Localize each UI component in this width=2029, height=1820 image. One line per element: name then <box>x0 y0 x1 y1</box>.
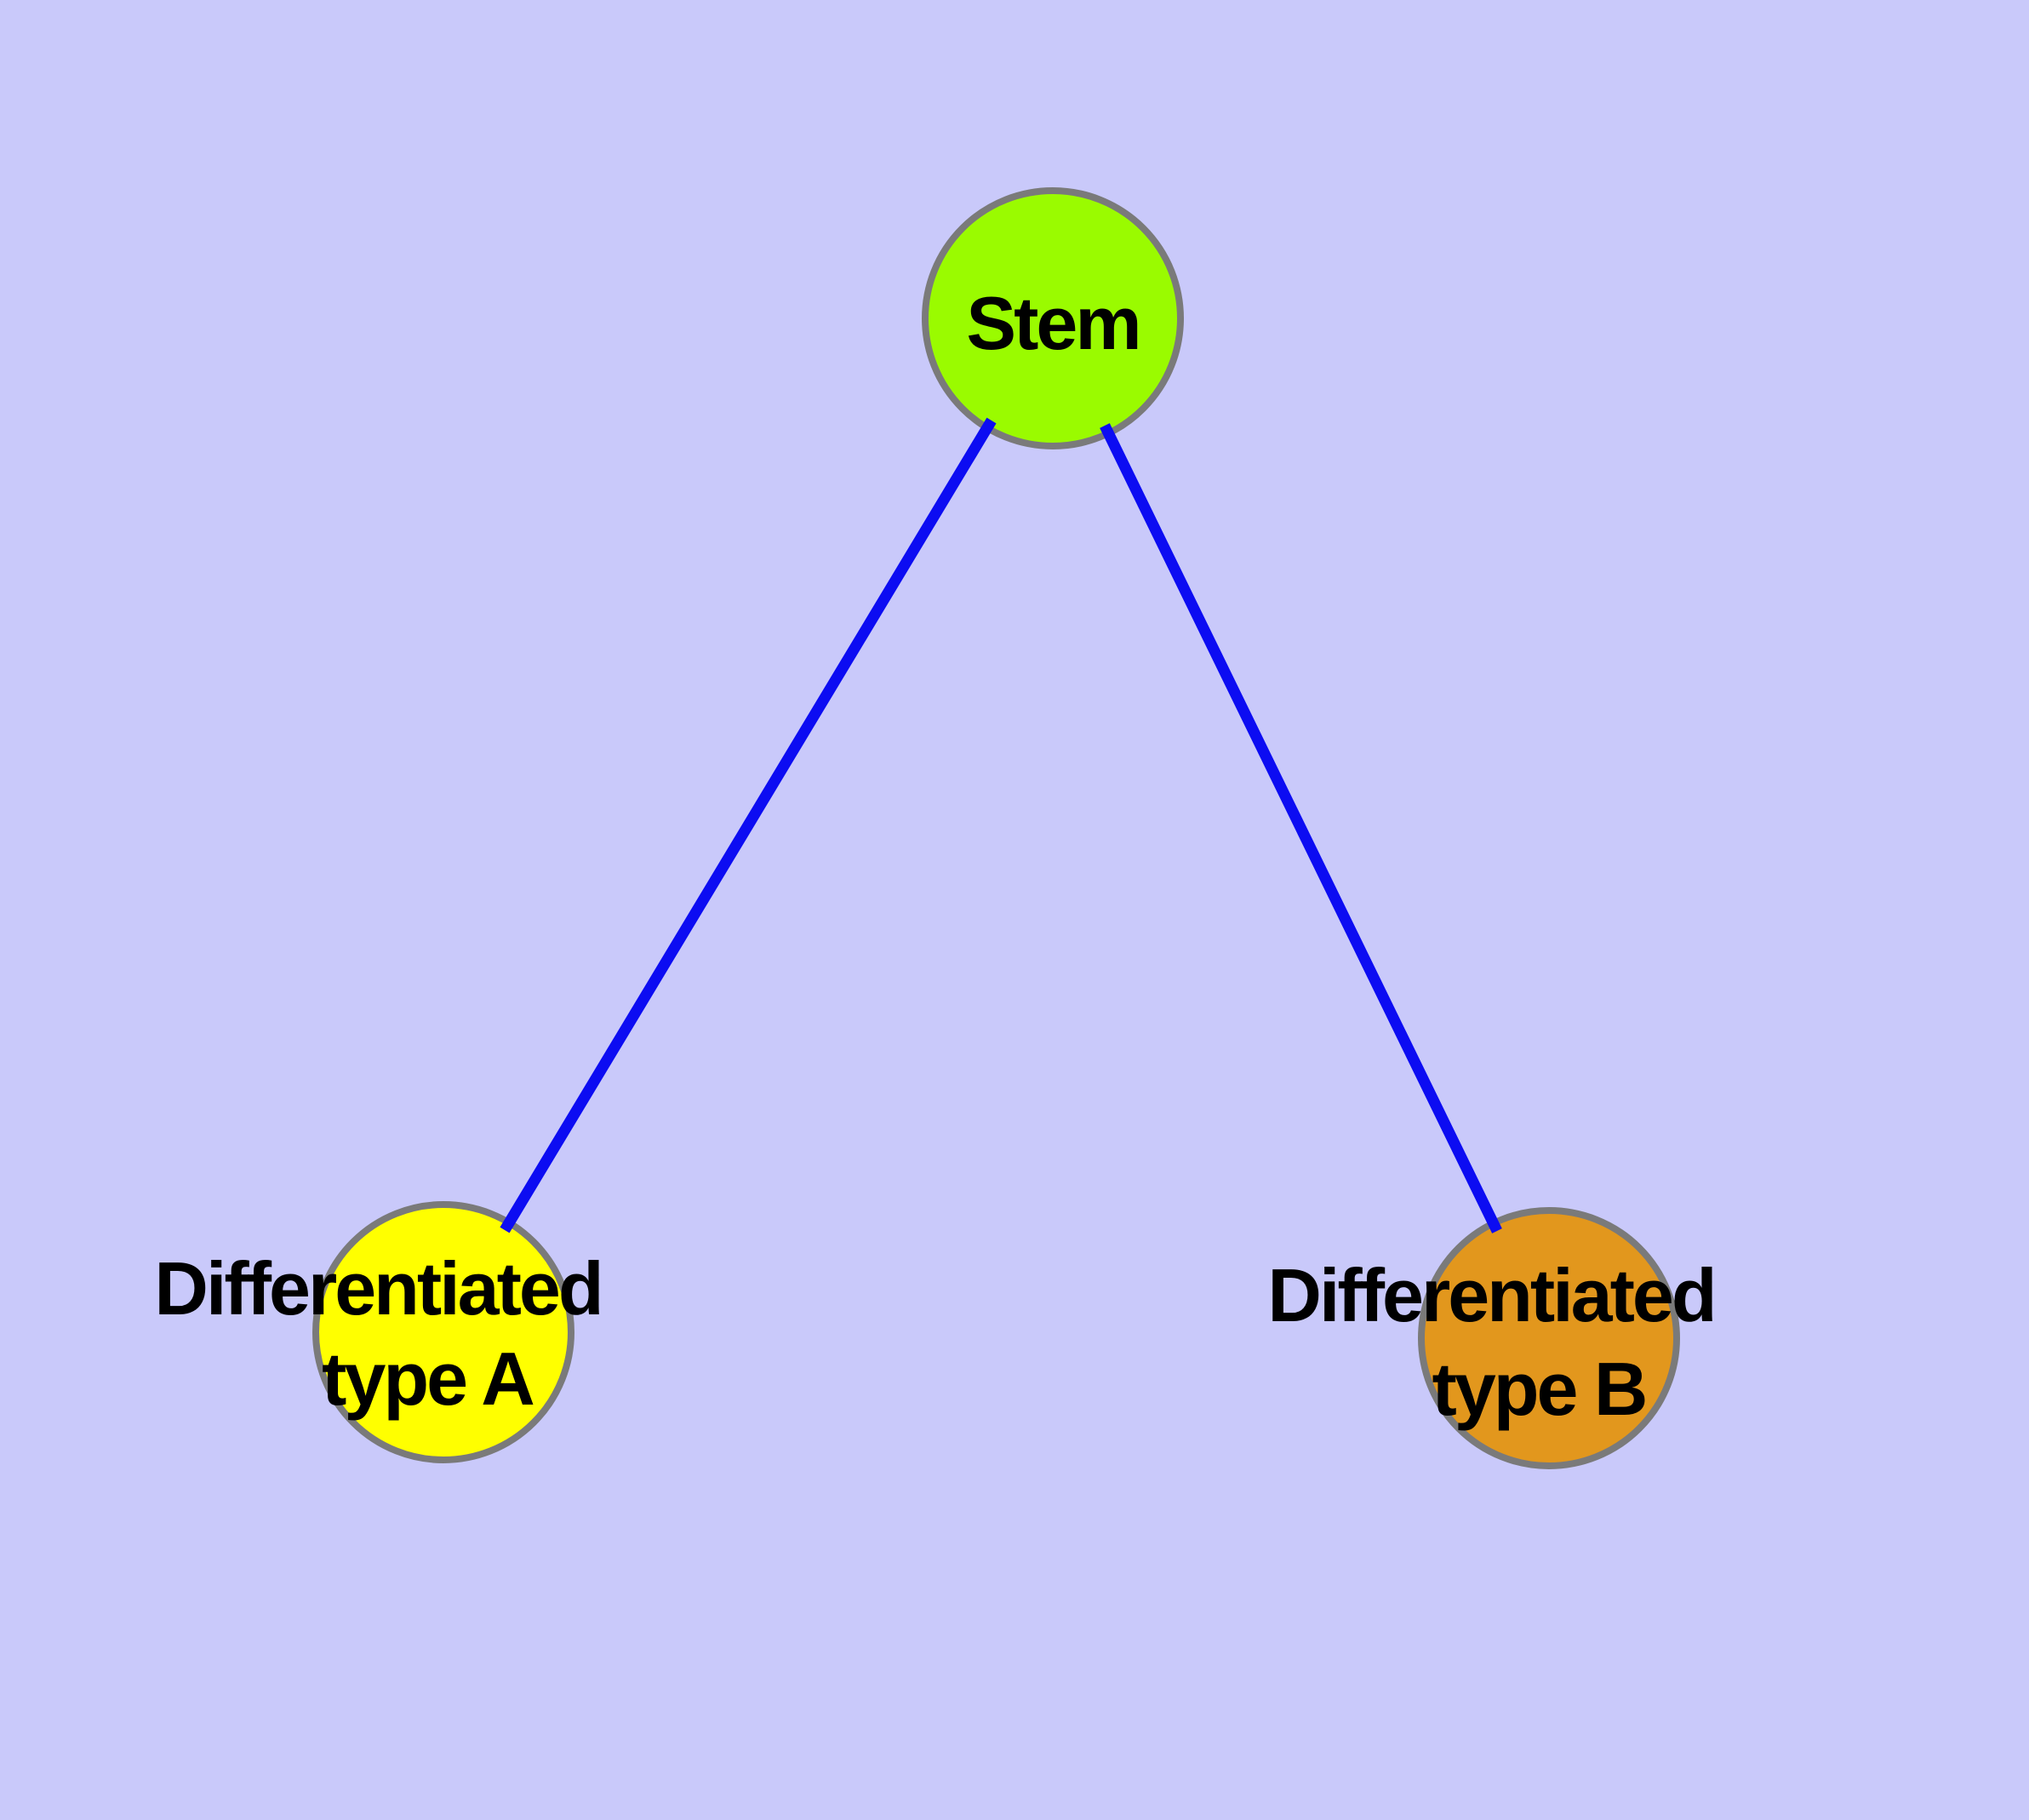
node-stem-circle <box>922 187 1184 449</box>
node-type-a-label-line2: type A <box>322 1336 534 1421</box>
edge-stem-to-type-a <box>500 417 997 1233</box>
node-type-b-circle <box>1418 1207 1680 1469</box>
edge-stem-to-type-b <box>1100 423 1502 1233</box>
node-stem-label: Stem <box>966 281 1139 365</box>
node-type-b-label-line1: Differentiated <box>1267 1253 1714 1337</box>
node-type-a-circle <box>312 1201 574 1463</box>
node-type-a-label-line1: Differentiated <box>154 1246 601 1331</box>
node-type-b-label-line2: type B <box>1432 1347 1646 1431</box>
